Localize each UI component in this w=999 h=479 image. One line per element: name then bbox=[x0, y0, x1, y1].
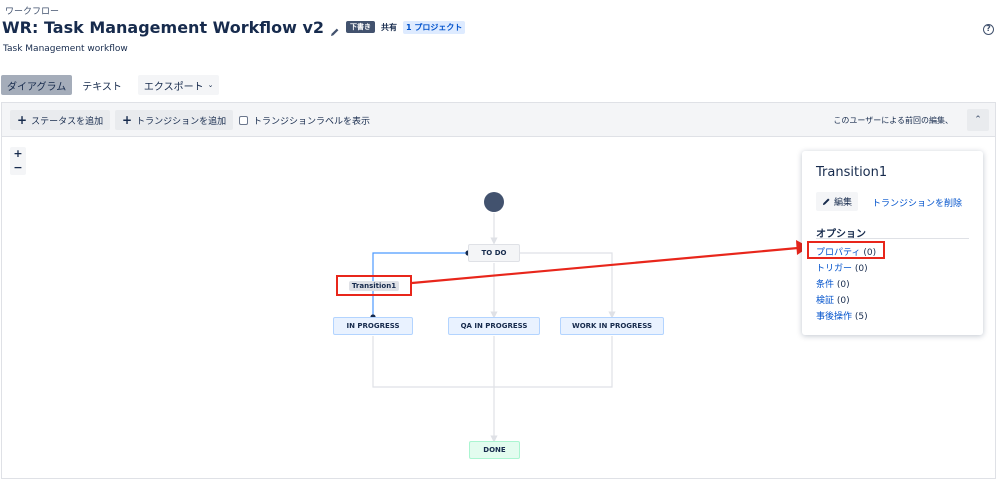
option-validators-link[interactable]: 検証 bbox=[816, 296, 835, 306]
chevron-down-icon: ⌄ bbox=[207, 81, 214, 89]
diagram-toolbar: + ステータスを追加 + トランジションを追加 トランジションラベルを表示 この… bbox=[2, 103, 995, 137]
workflow-description: Task Management workflow bbox=[3, 44, 128, 54]
collapse-button[interactable]: ⌃ bbox=[967, 109, 989, 131]
start-node[interactable] bbox=[484, 192, 504, 212]
zoom-out-button[interactable]: − bbox=[13, 161, 23, 174]
transition1-label-text: Transition1 bbox=[348, 281, 400, 291]
help-icon[interactable]: ? bbox=[983, 24, 994, 35]
panel-title: Transition1 bbox=[816, 165, 888, 180]
option-count: (0) bbox=[834, 280, 850, 290]
option-count: (5) bbox=[852, 312, 868, 322]
annotation-highlight-properties bbox=[807, 241, 885, 259]
page-title: WR: Task Management Workflow v2 bbox=[2, 17, 325, 37]
option-conditions: 条件 (0) bbox=[816, 277, 876, 293]
option-count: (0) bbox=[852, 264, 868, 274]
chevron-up-icon: ⌃ bbox=[974, 115, 982, 125]
plus-icon: + bbox=[17, 113, 28, 127]
export-dropdown[interactable]: エクスポート ⌄ bbox=[137, 75, 220, 95]
option-conditions-link[interactable]: 条件 bbox=[816, 280, 835, 290]
option-post-functions-link[interactable]: 事後操作 bbox=[816, 312, 853, 322]
show-transition-labels-toggle[interactable]: トランジションラベルを表示 bbox=[239, 114, 370, 127]
add-status-button[interactable]: + ステータスを追加 bbox=[10, 110, 111, 130]
zoom-in-button[interactable]: + bbox=[13, 147, 23, 160]
edit-button[interactable]: 編集 bbox=[816, 192, 859, 211]
status-work-in-progress[interactable]: WORK IN PROGRESS bbox=[560, 317, 664, 335]
workflow-connectors bbox=[370, 192, 809, 443]
show-labels-checkbox[interactable] bbox=[239, 116, 248, 125]
options-divider bbox=[816, 238, 969, 239]
pencil-icon bbox=[822, 198, 830, 206]
status-qa-in-progress[interactable]: QA IN PROGRESS bbox=[448, 317, 540, 335]
shared-projects-link[interactable]: 1 プロジェクト bbox=[403, 20, 466, 34]
shared-label: 共有 bbox=[381, 22, 398, 32]
zoom-controls: + − bbox=[10, 147, 26, 175]
status-in-progress[interactable]: IN PROGRESS bbox=[333, 317, 413, 335]
status-todo[interactable]: TO DO bbox=[468, 244, 520, 262]
last-edit-status: このユーザーによる前回の編集、 bbox=[833, 116, 953, 125]
connector-todo-work bbox=[520, 252, 616, 319]
option-validators: 検証 (0) bbox=[816, 293, 876, 309]
options-heading: オプション bbox=[816, 229, 866, 240]
status-done[interactable]: DONE bbox=[469, 441, 520, 459]
option-properties: プロパティ (0) bbox=[816, 245, 876, 261]
title-row: WR: Task Management Workflow v2 下書き 共有 1… bbox=[2, 16, 466, 38]
add-transition-label: トランジションを追加 bbox=[136, 116, 227, 127]
workflow-canvas[interactable]: + ステータスを追加 + トランジションを追加 トランジションラベルを表示 この… bbox=[1, 102, 996, 479]
show-labels-text: トランジションラベルを表示 bbox=[253, 117, 371, 127]
export-label: エクスポート bbox=[143, 81, 204, 93]
transition-details-panel: Transition1 編集 トランジションを削除 オプション プロパティ (0… bbox=[802, 151, 983, 335]
tab-diagram[interactable]: ダイアグラム bbox=[1, 75, 73, 95]
option-triggers-link[interactable]: トリガー bbox=[816, 264, 853, 274]
annotation-highlight-transition bbox=[336, 275, 412, 296]
add-status-label: ステータスを追加 bbox=[31, 116, 104, 127]
delete-transition-link[interactable]: トランジションを削除 bbox=[872, 199, 963, 209]
edit-label: 編集 bbox=[834, 198, 853, 208]
option-properties-link[interactable]: プロパティ bbox=[816, 248, 861, 258]
view-tabs: ダイアグラム テキスト エクスポート ⌄ bbox=[1, 75, 220, 95]
option-post-functions: 事後操作 (5) bbox=[816, 309, 876, 325]
option-count: (0) bbox=[834, 296, 850, 306]
annotation-arrow bbox=[411, 246, 799, 285]
options-list: プロパティ (0) トリガー (0) 条件 (0) 検証 (0) 事後操作 (5… bbox=[816, 245, 876, 325]
option-triggers: トリガー (0) bbox=[816, 261, 876, 277]
pencil-icon[interactable] bbox=[330, 22, 340, 36]
draft-badge: 下書き bbox=[346, 21, 376, 33]
plus-icon: + bbox=[122, 113, 133, 127]
breadcrumb[interactable]: ワークフロー bbox=[5, 7, 60, 17]
connector-bottom-loop bbox=[372, 336, 613, 388]
add-transition-button[interactable]: + トランジションを追加 bbox=[115, 110, 234, 130]
option-count: (0) bbox=[860, 248, 877, 258]
tab-text[interactable]: テキスト bbox=[82, 81, 122, 93]
transition1-label[interactable]: Transition1 bbox=[338, 279, 410, 293]
